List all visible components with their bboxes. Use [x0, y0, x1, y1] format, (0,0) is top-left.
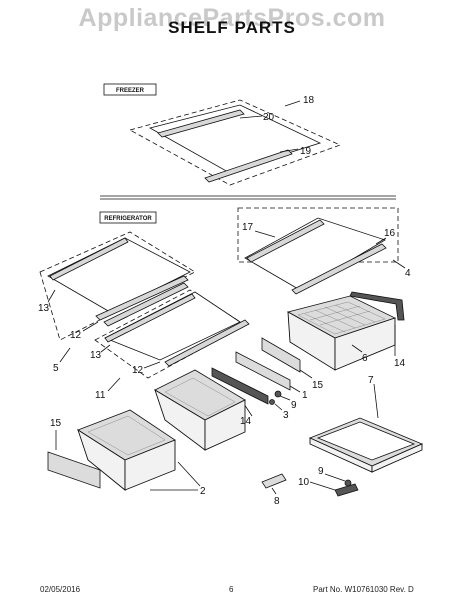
watermark: AppliancePartsPros.com [78, 4, 386, 32]
leader-17 [254, 230, 276, 238]
refrigerator-label: REFRIGERATOR [104, 216, 152, 222]
freezer-label-box [103, 83, 157, 96]
callout-10: 10 [298, 477, 310, 488]
leader-19 [279, 148, 299, 153]
callout-3: 3 [283, 410, 289, 421]
callout-1: 1 [302, 390, 308, 401]
leader-12a [82, 321, 99, 332]
crisper-end-cap [47, 451, 101, 489]
rail-fastener-9 [274, 390, 282, 398]
callout-17: 17 [242, 222, 254, 233]
leader-15a [299, 369, 313, 379]
freezer-section: FREEZER [103, 83, 342, 186]
callout-2: 2 [200, 486, 206, 497]
callout-12-upper: 12 [70, 330, 82, 341]
leader-3 [274, 403, 283, 411]
leader-8 [271, 487, 277, 495]
upper-left-rear-trim [95, 275, 189, 321]
callout-14-rail: 14 [240, 416, 252, 427]
callouts: 18 20 19 17 16 4 13 12 5 13 12 11 6 14 7… [38, 95, 411, 507]
refrigerator-section: REFRIGERATOR [39, 207, 424, 497]
callout-5: 5 [53, 363, 59, 374]
refrigerator-label-box [99, 211, 157, 224]
upper-left-shelf-frame [39, 231, 196, 341]
rail-clip-3 [269, 399, 275, 405]
callout-6: 6 [362, 353, 368, 364]
freezer-shelf-front-trim [157, 109, 245, 138]
footer-page-number: 6 [229, 585, 234, 594]
freezer-label: FREEZER [116, 88, 145, 94]
leader-12b [143, 361, 161, 369]
upper-left-rear-trim-2 [103, 282, 189, 327]
upper-right-glass-shelf [244, 217, 386, 291]
upper-left-front-trim [49, 237, 129, 281]
lower-left-front-trim [104, 293, 196, 343]
leader-9b [324, 473, 346, 482]
callout-13-upper: 13 [38, 303, 50, 314]
crisper-rail-upper [261, 337, 301, 373]
callout-16: 16 [384, 228, 396, 239]
leader-10 [309, 481, 336, 491]
leader-6 [351, 344, 363, 353]
footer-date: 02/05/2016 [40, 585, 81, 594]
callout-20: 20 [263, 112, 275, 123]
callout-8: 8 [274, 496, 280, 507]
cover-bracket-8 [261, 473, 287, 489]
callout-9-rail: 9 [291, 400, 297, 411]
callout-7: 7 [368, 375, 374, 386]
callout-14-right: 14 [394, 358, 406, 369]
leader-18 [284, 100, 301, 107]
leader-7 [373, 383, 379, 419]
cover-clip-10 [334, 483, 359, 497]
deli-drawer [286, 295, 397, 371]
leader-2a [177, 461, 201, 487]
upper-right-front-trim [246, 219, 325, 263]
upper-right-rear-trim [291, 243, 387, 295]
leader-16 [375, 237, 387, 245]
leader-11 [107, 377, 121, 392]
leader-9a [279, 395, 291, 401]
leader-13b [100, 344, 111, 353]
crisper-bin-left [77, 409, 176, 491]
leader-13a [47, 289, 56, 303]
freezer-shelf-rear-trim [204, 149, 293, 183]
callout-4: 4 [405, 268, 411, 279]
crisper-bin-right [154, 369, 246, 451]
crisper-rail-lower [211, 367, 269, 405]
callout-15-rail: 15 [312, 380, 324, 391]
leader-4 [392, 259, 406, 269]
callout-13-lower: 13 [90, 350, 102, 361]
lower-left-rear-trim [164, 319, 250, 367]
deli-drawer-rail [349, 291, 405, 321]
footer-part-number: Part No. W10761030 Rev. D [313, 585, 414, 594]
freezer-shelf-frame [128, 99, 342, 186]
page-title: SHELF PARTS [168, 18, 296, 37]
callout-12-lower: 12 [132, 365, 144, 376]
leader-1 [289, 385, 301, 393]
callout-19: 19 [300, 146, 312, 157]
callout-15-left: 15 [50, 418, 62, 429]
callout-9-cover: 9 [318, 466, 324, 477]
crisper-rail-middle [235, 351, 291, 391]
callout-18: 18 [303, 95, 315, 106]
leader-5 [59, 347, 71, 363]
upper-right-shelf-frame [237, 207, 399, 263]
crisper-cover [308, 417, 424, 473]
leader-20 [239, 115, 263, 119]
callout-11: 11 [95, 390, 106, 401]
